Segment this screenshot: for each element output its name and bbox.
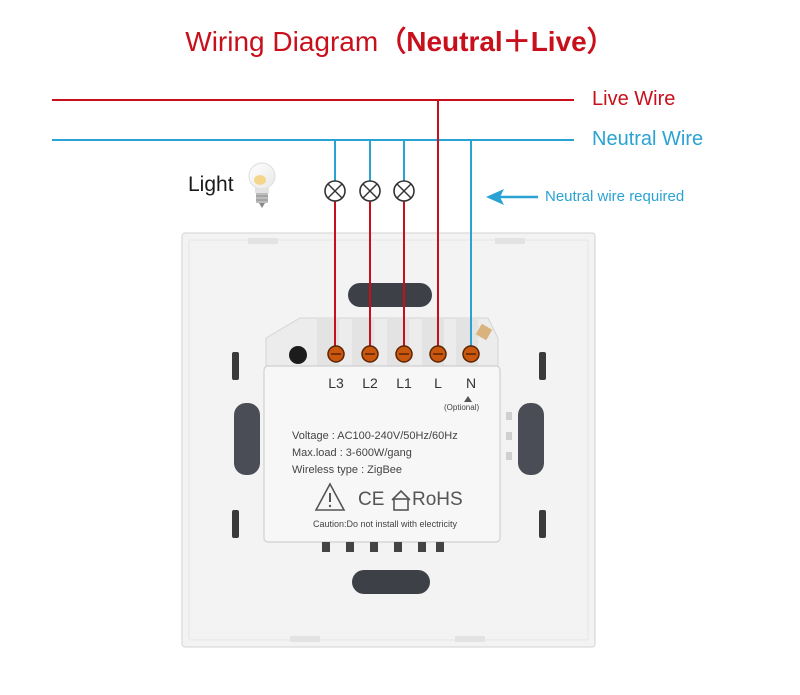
panel-tab [506,412,512,420]
terminal-label-l3: L3 [328,375,344,391]
ce-mark: CE [358,489,385,510]
house-icon [391,489,411,511]
terminal-label-l2: L2 [362,375,378,391]
title-main: Neutral＋Live [406,26,587,57]
lamp-icon [324,180,346,202]
mounting-slot-right [518,403,544,475]
vent [370,542,378,552]
terminal-screw-l [429,345,447,363]
title-bracket-close: ） [586,26,615,57]
terminal-screw-l2 [361,345,379,363]
terminal-screw-n [462,345,480,363]
title-bracket-open: （ [378,26,407,57]
terminal-label-n: N [465,375,477,391]
panel-slot [539,352,546,380]
spec-max-load: Max.load : 3-600W/gang [292,447,412,459]
live-wire-label: Live Wire [592,88,676,110]
optional-label: (Optional) [444,403,480,412]
spec-text: Voltage : AC100-240V/50Hz/60Hz Max.load … [292,428,458,479]
optional-arrow-icon [464,396,472,402]
panel-clip [455,636,485,642]
vent [418,542,426,552]
terminal-spring [475,323,493,341]
mounting-slot-bottom [352,570,430,594]
panel-tab [506,452,512,460]
mounting-slot-left [234,403,260,475]
screw-hole [289,346,307,364]
neutral-wire-label: Neutral Wire [592,128,704,150]
neutral-note: Neutral wire required [545,188,685,205]
rohs-mark: RoHS [412,489,463,510]
light-label: Light [188,173,234,196]
diagram-title: Wiring Diagram（Neutral＋Live） [0,20,800,60]
vent [322,542,330,552]
arrow-left-icon [486,189,538,205]
panel-slot [232,510,239,538]
panel-slot [232,352,239,380]
panel-inner-edge [188,239,589,641]
vent [394,542,402,552]
caution-text: Caution:Do not install with electricity [313,519,458,529]
spec-wireless: Wireless type : ZigBee [292,464,403,476]
terminal-screw-l3 [327,345,345,363]
panel-clip [495,238,525,244]
mounting-slot-top [348,283,432,307]
terminal-label-l1: L1 [396,375,412,391]
spec-voltage: Voltage : AC100-240V/50Hz/60Hz [292,430,458,442]
panel-clip [248,238,278,244]
panel-tab [506,432,512,440]
vent [346,542,354,552]
lamp-icon [393,180,415,202]
panel-clip [290,636,320,642]
warning-icon [314,482,346,511]
lamp-icon [359,180,381,202]
terminal-screw-l1 [395,345,413,363]
light-bulb-icon [248,162,276,208]
vent [436,542,444,552]
title-prefix: Wiring Diagram [185,26,379,57]
panel-slot [539,510,546,538]
terminal-label-l: L [434,375,442,391]
